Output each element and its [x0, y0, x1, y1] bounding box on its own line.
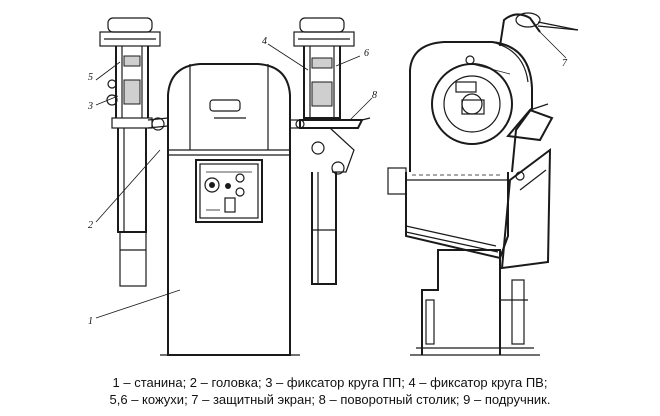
left-spindle [99, 17, 169, 287]
protective-screen [499, 12, 579, 59]
caption-line-1: 1 – станина; 2 – головка; 3 – фиксатор к… [112, 375, 548, 390]
control-panel [195, 159, 263, 223]
caption-line-2: 5,6 – кожухи; 7 – защитный экран; 8 – по… [109, 392, 551, 407]
callout-6: 6 [364, 48, 369, 59]
side-stand [410, 249, 540, 356]
callout-5: 5 [88, 72, 93, 83]
side-body [387, 167, 509, 260]
tool-rest [500, 103, 554, 270]
front-view [95, 17, 373, 356]
side-view [387, 12, 579, 356]
callout-4: 4 [262, 36, 267, 47]
callout-7: 7 [562, 58, 568, 69]
front-leaders [95, 43, 373, 319]
callout-3: 3 [87, 101, 93, 112]
stand-body [160, 63, 300, 356]
side-wheel-housing [409, 41, 533, 173]
callout-2: 2 [88, 220, 93, 231]
callout-1: 1 [88, 316, 93, 327]
machine-drawing: 1 2 3 5 4 6 8 7 [87, 12, 579, 356]
callout-labels: 1 2 3 5 4 6 8 7 [87, 36, 568, 327]
callout-8: 8 [372, 90, 377, 101]
right-spindle [290, 17, 371, 285]
